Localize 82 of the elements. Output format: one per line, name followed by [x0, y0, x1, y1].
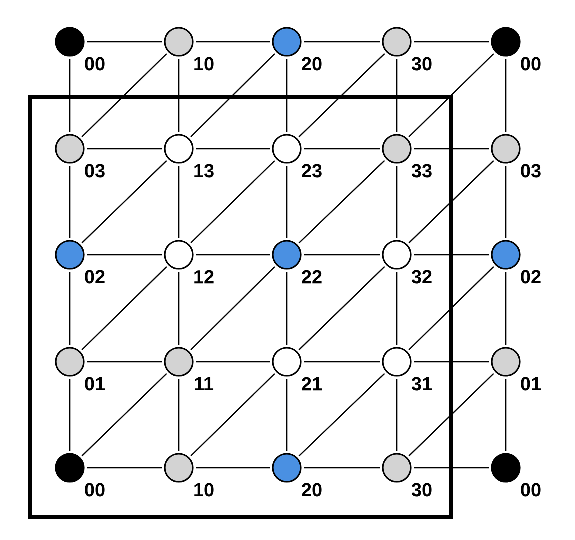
- vertex-label: 02: [85, 270, 105, 284]
- grid-line: [286, 59, 288, 132]
- grid-line: [178, 272, 180, 345]
- vertex-label: 00: [85, 57, 105, 71]
- grid-line: [190, 373, 276, 457]
- grid-line: [69, 272, 71, 345]
- grid-line: [196, 254, 270, 256]
- vertex-label: 01: [85, 377, 106, 391]
- grid-line: [505, 166, 507, 238]
- grid-line: [196, 361, 270, 363]
- grid-line: [82, 373, 168, 457]
- vertex-label: 30: [412, 57, 432, 71]
- grid-line: [396, 379, 398, 451]
- grid-line: [505, 379, 507, 451]
- grid-line: [286, 166, 288, 238]
- vertex-label: 11: [195, 377, 214, 391]
- grid-line: [82, 266, 168, 351]
- vertex-label: 22: [302, 270, 322, 284]
- vertex-label: 31: [412, 377, 432, 391]
- grid-line: [69, 379, 71, 451]
- grid-line: [396, 59, 398, 132]
- grid-line: [298, 53, 386, 138]
- grid-line: [304, 254, 380, 256]
- grid-line: [505, 59, 507, 132]
- grid-line: [304, 361, 380, 363]
- grid-line: [414, 148, 489, 150]
- grid-line: [408, 266, 494, 351]
- grid-line: [178, 166, 180, 238]
- grid-line: [178, 59, 180, 132]
- grid-line: [82, 53, 168, 138]
- grid-line: [190, 160, 276, 244]
- vertex-label: 21: [302, 377, 322, 391]
- grid-line: [178, 379, 180, 451]
- vertex-label: 30: [412, 483, 432, 497]
- vertex-label: 10: [194, 57, 214, 71]
- grid-line: [87, 361, 162, 363]
- vertex-label: 02: [521, 270, 541, 284]
- vertex-label: 12: [194, 270, 214, 284]
- grid-line: [304, 148, 380, 150]
- grid-line: [196, 41, 270, 43]
- grid-line: [408, 160, 494, 244]
- grid-line: [286, 272, 288, 345]
- grid-line: [190, 54, 276, 138]
- grid-line: [87, 41, 162, 43]
- grid-line: [396, 166, 398, 238]
- grid-line: [408, 53, 494, 138]
- grid-line: [396, 272, 398, 345]
- grid-line: [505, 272, 507, 345]
- vertex-label: 23: [302, 164, 322, 178]
- grid-line: [298, 160, 386, 244]
- vertex-label: 03: [521, 164, 541, 178]
- grid-line: [87, 254, 162, 256]
- vertex-label: 00: [85, 483, 105, 497]
- frame: [28, 95, 453, 519]
- grid-line: [298, 266, 386, 351]
- grid-line: [69, 166, 71, 238]
- grid-line: [298, 373, 386, 457]
- grid-line: [69, 59, 71, 132]
- grid-line: [304, 467, 380, 469]
- grid-line: [190, 266, 276, 350]
- grid-line: [408, 373, 494, 457]
- vertex-label: 13: [194, 164, 214, 178]
- grid-line: [196, 467, 270, 469]
- vertex-label: 20: [302, 483, 322, 497]
- grid-line: [82, 160, 168, 244]
- grid-line: [196, 148, 270, 150]
- grid-line: [304, 41, 380, 43]
- grid-line: [87, 148, 162, 150]
- vertex-label: 00: [521, 57, 541, 71]
- grid-line: [414, 254, 489, 256]
- vertex-label: 01: [521, 377, 542, 391]
- vertex-label: 32: [412, 270, 432, 284]
- vertex-label: 00: [521, 483, 541, 497]
- grid-line: [414, 41, 489, 43]
- grid-line: [414, 361, 489, 363]
- grid-line: [414, 467, 489, 469]
- vertex-label: 10: [194, 483, 214, 497]
- vertex-label: 03: [85, 164, 105, 178]
- vertex-label: 20: [302, 57, 322, 71]
- vertex-label: 33: [412, 164, 432, 178]
- grid-line: [286, 379, 288, 451]
- grid-line: [87, 467, 162, 469]
